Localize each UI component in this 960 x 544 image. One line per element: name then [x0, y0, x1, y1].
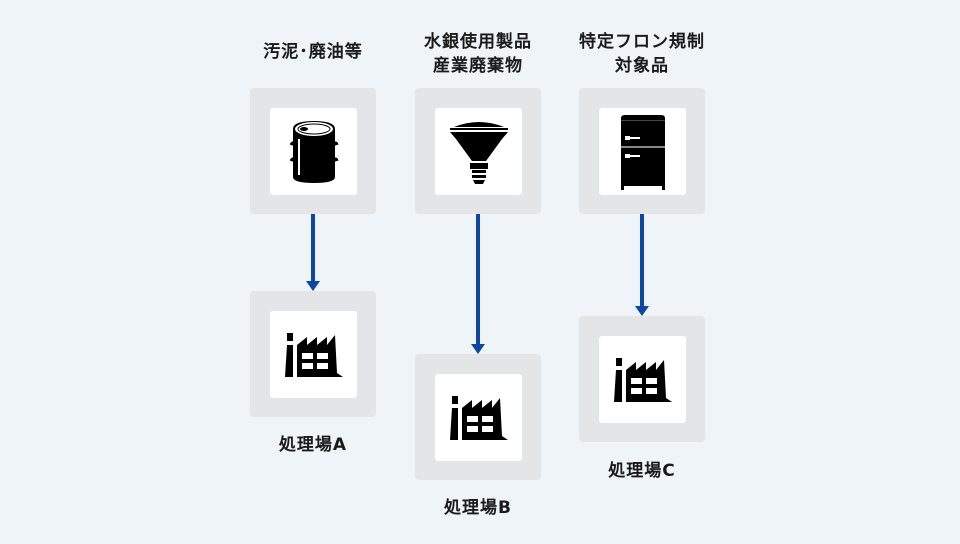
destination-icon-frame-c	[599, 336, 686, 423]
refrigerator-icon	[620, 114, 665, 190]
source-box-c	[579, 88, 705, 214]
column-c-title: 特定フロン規制 対象品	[579, 32, 705, 76]
destination-label-a: 処理場A	[278, 435, 348, 455]
destination-icon-frame-b	[435, 374, 522, 461]
arrow-a	[306, 214, 320, 291]
destination-box-a	[250, 291, 376, 417]
column-b-title: 水銀使用製品 産業廃棄物	[424, 32, 532, 76]
factory-icon	[449, 395, 508, 440]
source-icon-frame-c	[599, 108, 686, 195]
oil-drum-icon	[289, 120, 338, 183]
factory-icon	[284, 332, 343, 377]
source-box-a	[250, 88, 376, 214]
arrow-b	[471, 214, 485, 354]
source-icon-frame-b	[435, 108, 522, 195]
destination-label-b: 処理場B	[444, 498, 512, 518]
destination-label-c: 処理場C	[608, 461, 676, 481]
destination-box-b	[415, 354, 541, 480]
source-icon-frame-a	[270, 108, 357, 195]
destination-box-c	[579, 316, 705, 442]
destination-icon-frame-a	[270, 311, 357, 398]
source-box-b	[415, 88, 541, 214]
arrow-c	[635, 214, 649, 316]
column-a-title: 汚泥･廃油等	[263, 42, 363, 62]
factory-icon	[613, 357, 672, 402]
mercury-lamp-icon	[449, 121, 508, 184]
